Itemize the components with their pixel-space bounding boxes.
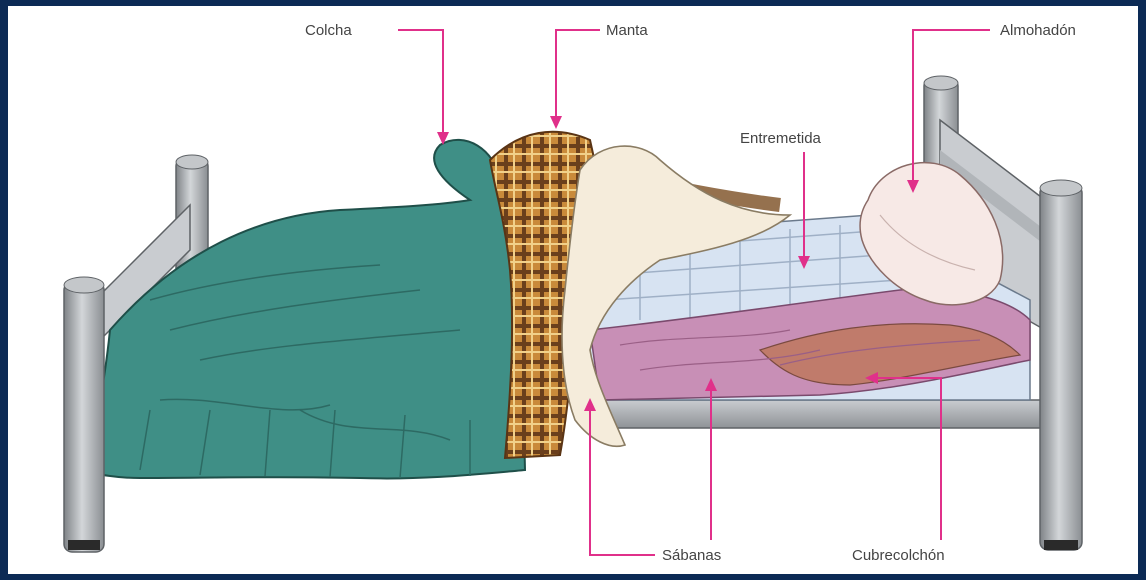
label-almohadon: Almohadón [1000, 22, 1076, 39]
label-entremetida: Entremetida [740, 130, 822, 147]
label-cubrecolchon: Cubrecolchón [852, 547, 945, 564]
label-manta: Manta [606, 22, 648, 39]
bedspread [88, 140, 525, 479]
label-colcha: Colcha [305, 22, 352, 39]
label-sabanas: Sábanas [662, 547, 721, 564]
